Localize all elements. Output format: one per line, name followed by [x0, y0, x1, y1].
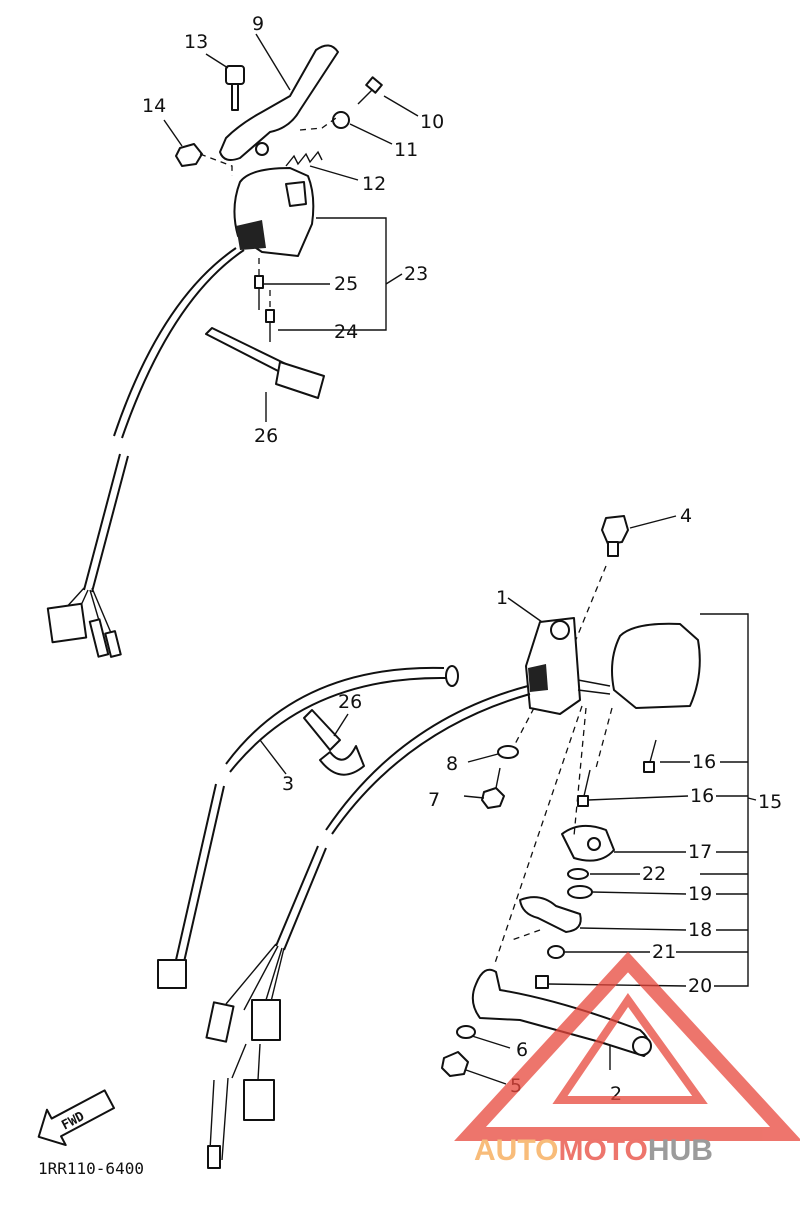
callout-11: 11 — [394, 139, 418, 161]
watermark-moto: MOTO — [558, 1134, 647, 1167]
right-switch-housing-part-15 — [577, 622, 701, 709]
cable-tie-part-26 — [205, 327, 325, 399]
bolt-part-13 — [225, 65, 245, 111]
callout-6: 6 — [516, 1039, 528, 1061]
callout-24: 24 — [334, 321, 358, 343]
lever-part-9 — [219, 44, 339, 161]
lever-piece-part-18 — [519, 896, 582, 933]
collar-part-11 — [332, 111, 350, 129]
screw-part-16b — [577, 769, 591, 807]
callout-26-lower: 26 — [338, 691, 362, 713]
cable-part-3 — [157, 665, 459, 989]
screw-part-16a — [643, 739, 657, 773]
callout-7: 7 — [428, 789, 440, 811]
left-switch-housing-part-23 — [233, 167, 315, 257]
screw-part-24 — [265, 309, 275, 342]
callout-15: 15 — [758, 791, 782, 813]
holder-part-1 — [525, 617, 581, 715]
callout-16a: 16 — [692, 751, 716, 773]
screw-part-25 — [254, 275, 264, 310]
callout-10: 10 — [420, 111, 444, 133]
callout-17: 17 — [688, 841, 712, 863]
callout-19: 19 — [688, 883, 712, 905]
callout-21: 21 — [652, 941, 676, 963]
bolt-part-4 — [601, 515, 629, 557]
callout-12: 12 — [362, 173, 386, 195]
washer-part-6 — [456, 1025, 476, 1039]
spring-part-12 — [285, 150, 323, 167]
drawing-code: 1RR110-6400 — [38, 1159, 144, 1178]
callout-numbers: 1 2 3 4 5 6 7 8 9 10 11 12 13 14 15 16 1… — [142, 13, 782, 1105]
watermark-auto: AUTO — [474, 1134, 558, 1167]
callout-20: 20 — [688, 975, 712, 997]
cam-part-17 — [561, 824, 615, 862]
washer-part-8 — [497, 745, 519, 759]
callout-16b: 16 — [690, 785, 714, 807]
screw-part-10 — [357, 76, 383, 105]
washer-part-22 — [567, 868, 589, 880]
washer-part-19 — [567, 885, 593, 899]
nut-part-21 — [547, 945, 565, 959]
callout-9: 9 — [252, 13, 264, 35]
nut-part-5 — [441, 1051, 469, 1077]
watermark-hub: HUB — [648, 1134, 713, 1167]
callout-13: 13 — [184, 31, 208, 53]
callout-1: 1 — [496, 587, 508, 609]
callout-25: 25 — [334, 273, 358, 295]
fwd-arrow-icon: FWD — [37, 1089, 116, 1147]
callout-22: 22 — [642, 863, 666, 885]
bolt-part-7 — [481, 767, 505, 809]
callout-3: 3 — [282, 773, 294, 795]
callout-18: 18 — [688, 919, 712, 941]
callout-8: 8 — [446, 753, 458, 775]
callout-26-upper: 26 — [254, 425, 278, 447]
left-switch-cable — [46, 247, 245, 658]
callout-23: 23 — [404, 263, 428, 285]
cable-tie-part-26-lower — [303, 709, 365, 776]
nut-part-14 — [175, 143, 203, 167]
right-switch-cable — [205, 685, 531, 1169]
watermark-logo: AUTOMOTOHUB — [454, 951, 800, 1167]
watermark-triangle-icon — [454, 951, 800, 1141]
svg-text:AUTOMOTOHUB: AUTOMOTOHUB — [474, 1134, 713, 1167]
callout-14: 14 — [142, 95, 166, 117]
callout-4: 4 — [680, 505, 692, 527]
screw-part-20 — [535, 975, 549, 989]
